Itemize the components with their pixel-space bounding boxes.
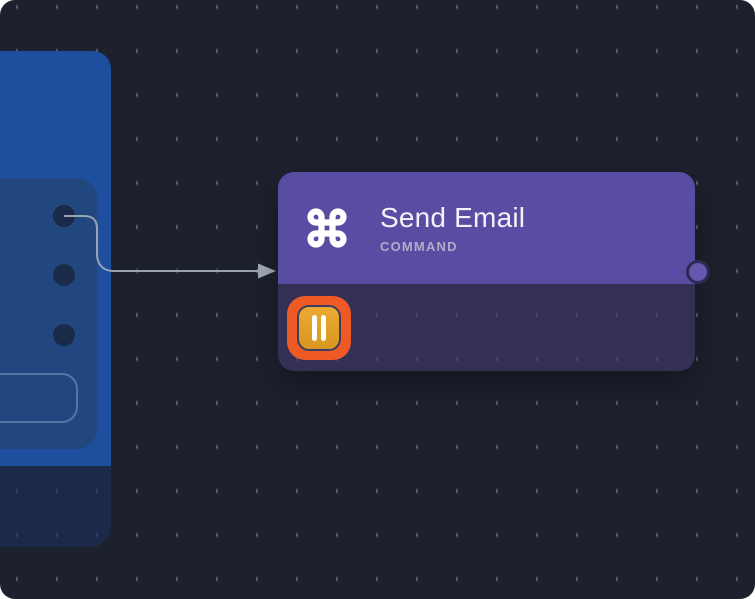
command-node-body xyxy=(278,284,695,371)
pause-bar-right xyxy=(321,315,326,341)
left-node-body xyxy=(0,51,111,466)
command-node[interactable]: Send Email COMMAND xyxy=(278,172,710,371)
arrowhead-icon xyxy=(258,263,276,279)
pause-action-button[interactable] xyxy=(287,296,351,360)
left-node-output-port-3[interactable] xyxy=(53,324,75,346)
node-title: Send Email xyxy=(380,201,526,233)
pause-bar-left xyxy=(312,315,317,341)
left-node-footer xyxy=(0,466,111,547)
left-node[interactable] xyxy=(0,51,111,547)
left-node-output-port-1[interactable] xyxy=(53,205,75,227)
pause-icon xyxy=(297,305,341,351)
node-subtitle: COMMAND xyxy=(380,239,458,255)
left-node-output-port-2[interactable] xyxy=(53,264,75,286)
command-node-output-port[interactable] xyxy=(686,260,710,284)
command-icon xyxy=(307,208,347,248)
command-node-header: Send Email COMMAND xyxy=(278,172,695,284)
left-node-button[interactable] xyxy=(0,373,78,423)
command-node-titles: Send Email COMMAND xyxy=(380,202,525,254)
